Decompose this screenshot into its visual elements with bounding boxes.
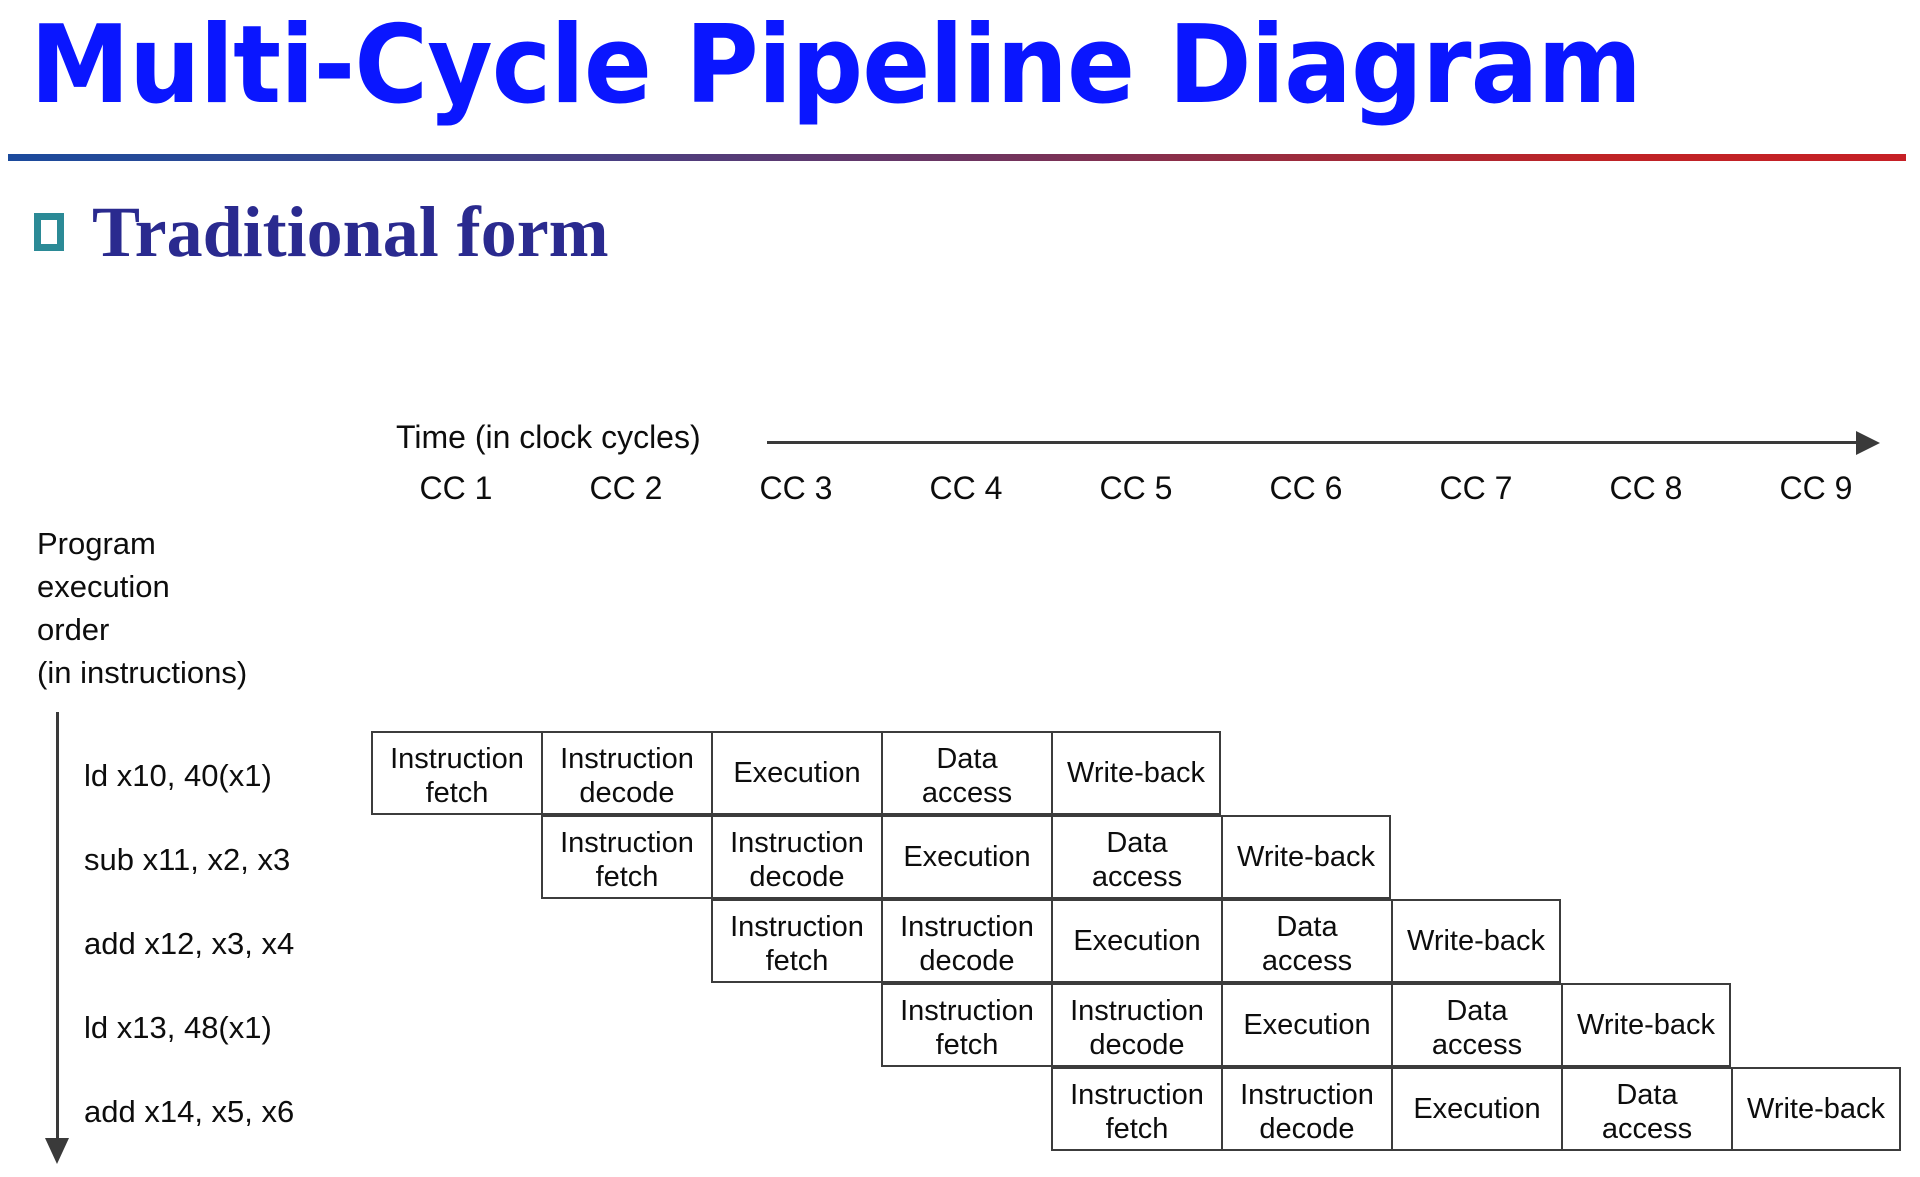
clock-cycle-label-7: CC 7 (1439, 470, 1513, 506)
pipeline-stage-cell: Write-back (1221, 815, 1391, 899)
bullet-item: Traditional form (34, 196, 609, 268)
clock-cycle-label-6: CC 6 (1269, 470, 1343, 506)
instruction-label-2: sub x11, x2, x3 (84, 842, 291, 877)
program-order-line-1: Program (37, 526, 156, 561)
pipeline-stage-cell: Execution (1221, 983, 1391, 1067)
time-axis-arrow-head-icon (1856, 431, 1880, 455)
instruction-label-3: add x12, x3, x4 (84, 926, 295, 961)
pipeline-stage-cell: Execution (711, 731, 881, 815)
program-order-line-4: (in instructions) (37, 655, 248, 690)
program-order-line-3: order (37, 612, 110, 647)
clock-cycle-label-2: CC 2 (589, 470, 663, 506)
square-bullet-icon (34, 213, 64, 251)
clock-cycle-label-1: CC 1 (419, 470, 493, 506)
time-axis-label: Time (in clock cycles) (396, 419, 701, 455)
clock-cycle-label-3: CC 3 (759, 470, 833, 506)
clock-cycle-label-9: CC 9 (1779, 470, 1853, 506)
page-title: Multi-Cycle Pipeline Diagram (30, 3, 1642, 128)
pipeline-stage-cell: Write-back (1731, 1067, 1901, 1151)
pipeline-stage-cell: Execution (1051, 899, 1221, 983)
title-divider (8, 152, 1906, 161)
program-order-label: Program execution order (in instructions) (37, 522, 357, 694)
instruction-label-4: ld x13, 48(x1) (84, 1010, 272, 1045)
instruction-label-5: add x14, x5, x6 (84, 1094, 295, 1129)
program-order-arrow-line (56, 712, 59, 1144)
clock-cycle-label-5: CC 5 (1099, 470, 1173, 506)
pipeline-stage-cell: Execution (1391, 1067, 1561, 1151)
clock-cycle-label-8: CC 8 (1609, 470, 1683, 506)
pipeline-stage-cell: Execution (881, 815, 1051, 899)
time-axis-arrow-line (767, 441, 1862, 444)
pipeline-stage-cell: Write-back (1561, 983, 1731, 1067)
program-order-arrow-head-icon (45, 1138, 69, 1164)
instruction-label-1: ld x10, 40(x1) (84, 758, 272, 793)
program-order-line-2: execution (37, 569, 170, 604)
bullet-item-label: Traditional form (92, 192, 609, 272)
clock-cycle-label-4: CC 4 (929, 470, 1003, 506)
pipeline-stage-cell: Write-back (1391, 899, 1561, 983)
pipeline-stage-cell: Write-back (1051, 731, 1221, 815)
